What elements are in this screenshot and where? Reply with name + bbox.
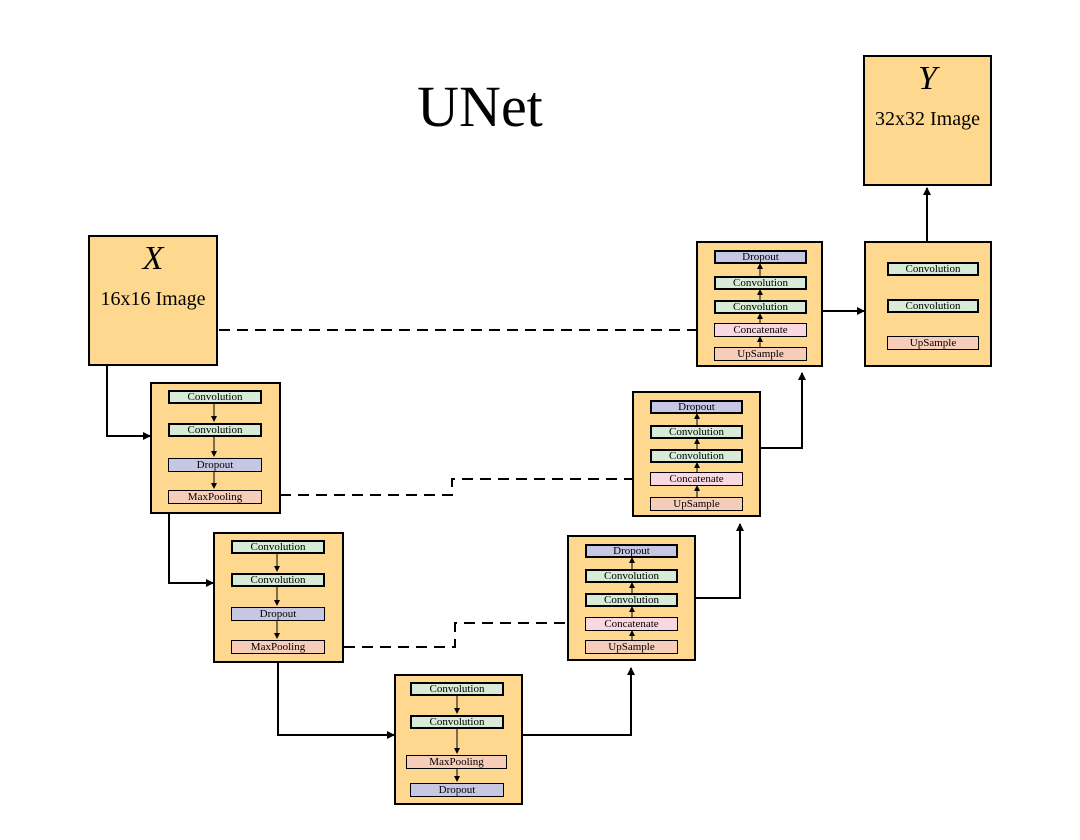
decoder-3-dropout: Dropout bbox=[714, 250, 807, 264]
skip-enc1-to-dec2 bbox=[262, 475, 647, 496]
bottleneck-convolution-1: Convolution bbox=[410, 682, 504, 696]
decoder-3-convolution-1: Convolution bbox=[714, 300, 807, 314]
arrow-enc1-to-enc2 bbox=[168, 514, 214, 587]
decoder-3-concatenate: Concatenate bbox=[714, 323, 807, 337]
final-block: Convolution Convolution UpSample bbox=[864, 241, 992, 367]
decoder-3-upsample: UpSample bbox=[714, 347, 807, 361]
decoder-1-dropout: Dropout bbox=[585, 544, 678, 558]
output-symbol: Y bbox=[918, 60, 937, 97]
encoder-2-convolution-1: Convolution bbox=[231, 540, 325, 554]
decoder-3-convolution-2: Convolution bbox=[714, 276, 807, 290]
encoder-block-2: Convolution Convolution Dropout MaxPooli… bbox=[213, 532, 344, 663]
decoder-block-2: Dropout Convolution Convolution Concaten… bbox=[632, 391, 761, 517]
decoder-1-convolution-2: Convolution bbox=[585, 569, 678, 583]
decoder-1-upsample: UpSample bbox=[585, 640, 678, 654]
bottleneck-dropout: Dropout bbox=[410, 783, 504, 797]
arrow-dec1-to-dec2 bbox=[696, 523, 744, 599]
skip-enc2-to-dec1 bbox=[326, 619, 585, 648]
final-convolution-1: Convolution bbox=[887, 262, 979, 276]
encoder-2-convolution-2: Convolution bbox=[231, 573, 325, 587]
arrow-enc2-to-bottleneck bbox=[277, 663, 395, 739]
decoder-block-1: Dropout Convolution Convolution Concaten… bbox=[567, 535, 696, 661]
output-label: 32x32 Image bbox=[875, 108, 980, 130]
final-upsample: UpSample bbox=[887, 336, 979, 350]
diagram-title: UNet bbox=[417, 74, 543, 139]
arrow-dec2-to-dec3 bbox=[761, 372, 806, 449]
bottleneck-maxpooling: MaxPooling bbox=[406, 755, 507, 769]
final-convolution-2: Convolution bbox=[887, 299, 979, 313]
encoder-2-dropout: Dropout bbox=[231, 607, 325, 621]
decoder-2-dropout: Dropout bbox=[650, 400, 743, 414]
bottleneck-convolution-2: Convolution bbox=[410, 715, 504, 729]
decoder-2-convolution-2: Convolution bbox=[650, 425, 743, 439]
encoder-block-1: Convolution Convolution Dropout MaxPooli… bbox=[150, 382, 281, 514]
decoder-1-concatenate: Concatenate bbox=[585, 617, 678, 631]
decoder-2-upsample: UpSample bbox=[650, 497, 743, 511]
encoder-1-convolution-2: Convolution bbox=[168, 423, 262, 437]
arrow-bottleneck-to-dec1 bbox=[523, 667, 635, 736]
decoder-1-convolution-1: Convolution bbox=[585, 593, 678, 607]
bottleneck-block: Convolution Convolution MaxPooling Dropo… bbox=[394, 674, 523, 805]
input-box: X 16x16 Image bbox=[88, 235, 218, 366]
encoder-1-dropout: Dropout bbox=[168, 458, 262, 472]
input-label: 16x16 Image bbox=[100, 288, 206, 310]
encoder-2-maxpooling: MaxPooling bbox=[231, 640, 325, 654]
encoder-1-convolution-1: Convolution bbox=[168, 390, 262, 404]
decoder-block-3: Dropout Convolution Convolution Concaten… bbox=[696, 241, 823, 367]
input-symbol: X bbox=[142, 240, 164, 277]
encoder-1-maxpooling: MaxPooling bbox=[168, 490, 262, 504]
output-box: Y 32x32 Image bbox=[863, 55, 992, 186]
decoder-2-concatenate: Concatenate bbox=[650, 472, 743, 486]
arrow-input-to-enc1 bbox=[106, 365, 151, 440]
decoder-2-convolution-1: Convolution bbox=[650, 449, 743, 463]
